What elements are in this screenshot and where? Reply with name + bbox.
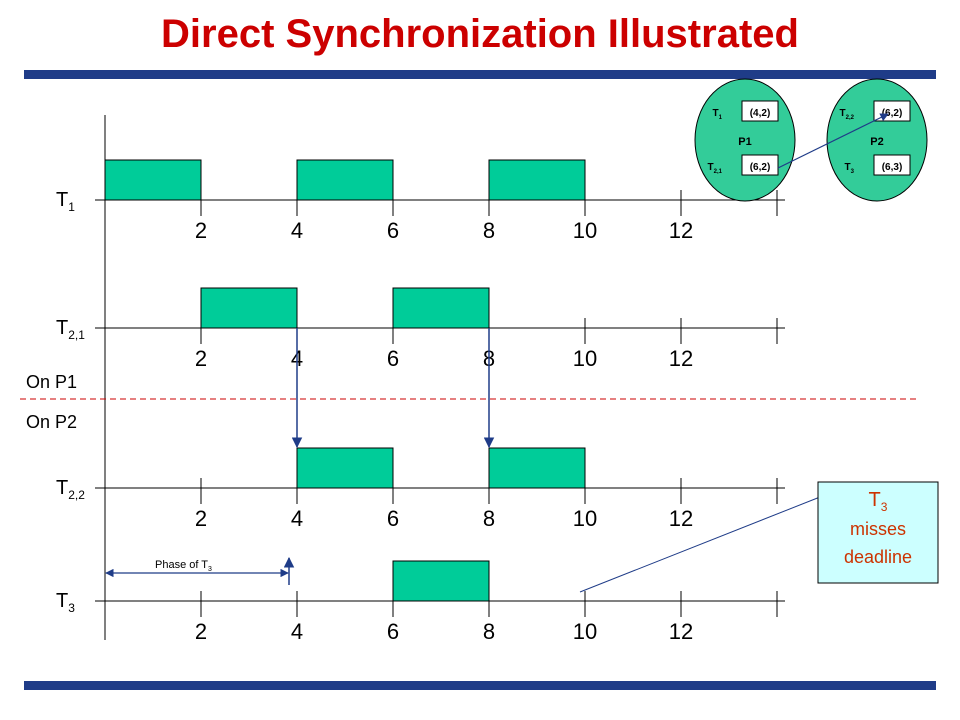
tick-label: 2 <box>195 346 207 371</box>
tick-label: 6 <box>387 346 399 371</box>
task-label: T2,1 <box>56 317 85 342</box>
tick-label: 4 <box>291 619 303 644</box>
job-block <box>104 159 202 201</box>
processor-task-label: T2,1 <box>708 162 723 175</box>
tick-label: 10 <box>573 346 597 371</box>
timeline-row-4: 2 4 6 8 10 12 T3 <box>56 560 785 644</box>
task-params: (6,2) <box>750 162 771 173</box>
tick-label: 8 <box>483 619 495 644</box>
task-param-box <box>741 154 779 176</box>
timeline-row-1: 2 4 6 8 10 12 T1 <box>56 159 785 243</box>
tick-label: 10 <box>573 506 597 531</box>
tick-label: 2 <box>195 218 207 243</box>
tick-label: 2 <box>195 619 207 644</box>
tick-label: 6 <box>387 218 399 243</box>
job-block <box>392 287 490 329</box>
callout-box <box>817 481 939 584</box>
job-block <box>200 287 298 329</box>
task-params: (6,2) <box>882 108 903 119</box>
job-block <box>488 447 586 489</box>
tick-label: 10 <box>573 619 597 644</box>
processor-name: P2 <box>870 136 883 148</box>
task-label: T2,2 <box>56 477 85 502</box>
tick-label: 8 <box>483 218 495 243</box>
tick-label: 12 <box>669 619 693 644</box>
on-p2-label: On P2 <box>26 412 77 432</box>
tick-label: 12 <box>669 346 693 371</box>
task-label: T1 <box>56 189 75 214</box>
tick-label: 4 <box>291 506 303 531</box>
tick-label: 4 <box>291 218 303 243</box>
phase-label: Phase of T3 <box>155 559 212 573</box>
tick-label: 6 <box>387 506 399 531</box>
deadline-callout: T3 misses deadline <box>817 481 939 584</box>
task-params: (4,2) <box>750 108 771 119</box>
processor-task-label: T3 <box>845 162 855 175</box>
tick-label: 6 <box>387 619 399 644</box>
job-block <box>392 560 490 602</box>
task-params: (6,3) <box>882 162 903 173</box>
processor-task-label: T1 <box>713 108 723 121</box>
tick-label: 2 <box>195 506 207 531</box>
on-p1-label: On P1 <box>26 372 77 392</box>
task-param-box <box>741 100 779 122</box>
callout-line1: misses <box>850 519 906 539</box>
timeline-row-3: 2 4 6 8 10 12 T2,2 <box>56 447 785 531</box>
task-label: T3 <box>56 590 75 615</box>
job-block <box>296 447 394 489</box>
callout-task: T3 <box>869 489 888 514</box>
processor-p1-circle: P1 T1 (4,2) T2,1 (6,2) <box>694 78 796 202</box>
tick-label: 12 <box>669 218 693 243</box>
bottom-rule <box>24 681 936 690</box>
processor-p2-circle: P2 T2,2 (6,2) T3 (6,3) <box>826 78 928 202</box>
job-block <box>296 159 394 201</box>
tick-label: 10 <box>573 218 597 243</box>
callout-line2: deadline <box>844 547 912 567</box>
processor-name: P1 <box>738 136 751 148</box>
slide-title: Direct Synchronization Illustrated <box>161 12 799 56</box>
tick-label: 8 <box>483 506 495 531</box>
processor-task-label: T2,2 <box>840 108 855 121</box>
tick-label: 12 <box>669 506 693 531</box>
job-block <box>488 159 586 201</box>
sync-arrow <box>777 113 889 169</box>
top-rule <box>24 70 936 79</box>
callout-pointer <box>579 496 821 593</box>
task-param-box <box>873 154 911 176</box>
